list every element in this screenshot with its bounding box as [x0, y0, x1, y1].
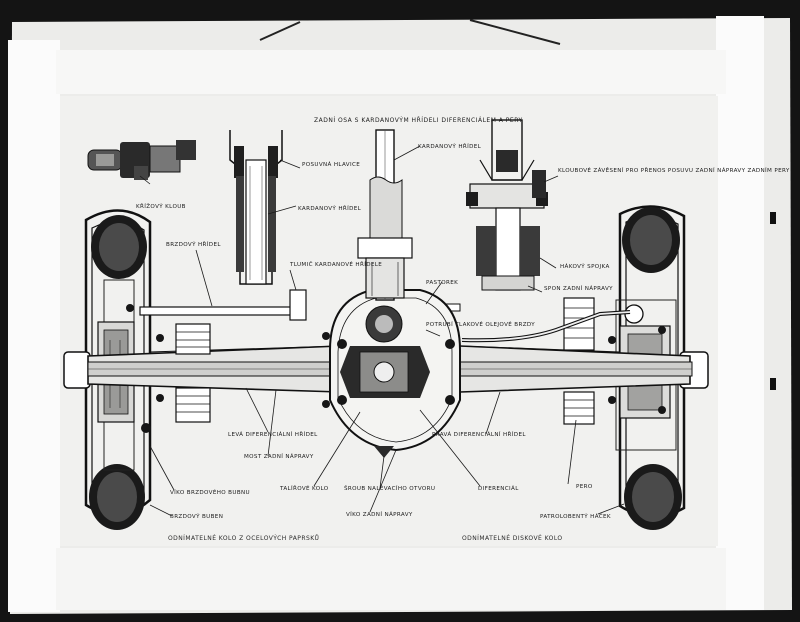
label-hook: PATROLOBENTÝ HÁČEK: [540, 513, 611, 520]
label-spring: PERO: [576, 484, 593, 490]
tape-right: [716, 16, 764, 610]
right-hub-bolts: [608, 326, 666, 414]
label-propeller-shaft-left: KARDANOVÝ HŘÍDEL: [298, 204, 362, 212]
propeller-shaft: [357, 129, 413, 301]
label-propeller-shaft-right: KARDANOVÝ HŘÍDEL: [418, 142, 482, 150]
film-notch: [770, 378, 776, 390]
sliding-head-section: [229, 130, 283, 285]
label-sliding-head: POSUVNÁ HLAVICE: [302, 161, 360, 168]
left-hub-bolts: [126, 304, 164, 433]
label-filler-screw: ŠROUB NALÉVACÍHO OTVORU: [344, 484, 435, 492]
hook-coupling-section: [466, 119, 548, 291]
label-hinged-suspension: KLOUBOVÉ ZÁVĚSENÍ PRO PŘENOS POSUVU ZADN…: [558, 166, 790, 174]
label-axle-cover: VÍKO ZADNÍ NÁPRAVY: [346, 511, 413, 518]
filler-plug: [374, 446, 394, 458]
film-notch: [770, 212, 776, 224]
right-leaf-spring: [563, 297, 595, 425]
label-crown-wheel: TALÍŘOVÉ KOLO: [279, 484, 329, 492]
differential-housing: [322, 289, 461, 458]
label-axle-bridge: MOST ZADNÍ NÁPRAVY: [244, 453, 314, 460]
hanging-wire-left: [259, 21, 301, 41]
leader-lines: [139, 145, 625, 517]
label-brake-shaft: BRZDOVÝ HŘÍDEL: [166, 240, 221, 248]
tape-top: [56, 50, 726, 94]
label-oil-brake-pipe: POTRUBÍ TLAKOVÉ OLEJOVÉ BRZDY: [426, 320, 535, 328]
left-leaf-spring: [175, 323, 211, 423]
cross-joint-illustration: [87, 140, 196, 180]
label-brake-drum: BRZDOVÝ BUBEN: [170, 513, 223, 520]
label-drum-cover: VÍKO BRZDOVÉHO BUBNU: [170, 488, 250, 496]
label-damper: TLUMIČ KARDANOVÉ HŘÍDELE: [289, 260, 382, 268]
label-right-diff-shaft: PRAVÁ DIFERENCIÁLNÍ HŘÍDEL: [432, 430, 526, 438]
label-cross-joint: KŘÍŽOVÝ KLOUB: [136, 202, 186, 210]
footer-disc-wheel: ODNÍMATELNÉ DISKOVÉ KOLO: [462, 534, 563, 542]
footer-spoked-wheel: ODNÍMATELNÉ KOLO Z OCELOVÝCH PAPRSKŮ: [168, 534, 319, 542]
tape-left: [8, 40, 60, 612]
label-axle-clamp: SPON ZADNÍ NÁPRAVY: [544, 285, 613, 292]
label-left-diff-shaft: LEVÁ DIFERENCIÁLNÍ HŘÍDEL: [228, 430, 318, 438]
drawing-title: ZADNÍ OSA S KARDANOVÝM HŘÍDELI DIFERENCI…: [314, 116, 523, 124]
tape-bottom: [56, 548, 726, 610]
label-pinion: PASTOREK: [426, 280, 458, 286]
hanging-wire-right: [469, 19, 561, 45]
label-hook-coupling: HÁKOVÝ SPOJKA: [560, 263, 610, 270]
left-hub-cap: [63, 351, 91, 389]
label-differential: DIFERENCIÁL: [478, 485, 519, 492]
